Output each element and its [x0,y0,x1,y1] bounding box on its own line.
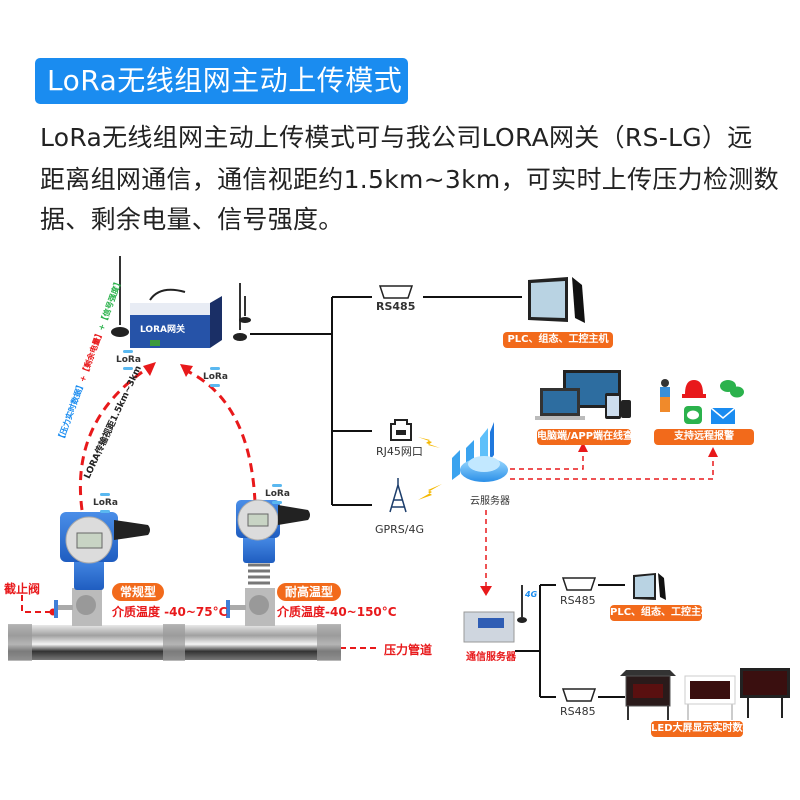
lora-gateway-device [111,256,251,348]
lora-badge-gateway: LoRa [116,350,141,370]
lora-link-sensor-2 [184,368,257,503]
led-display-tag: LED大屏显示实时数据 [651,721,753,737]
arrow-head-2 [180,364,193,377]
lora-badge-sensor-2: LoRa [265,484,290,504]
cloud-server-icon [452,422,508,482]
cell-tower-icon [389,478,407,513]
page-title: LoRa无线组网主动上传模式 [35,58,408,104]
rj45-icon [390,419,412,441]
rs485-label-mid: RS485 [560,594,596,607]
rs485-icon-mid [561,577,597,591]
lora-badge-gateway-2: LoRa [203,367,228,387]
lora-links [78,366,257,511]
led-display-boards [620,668,790,720]
lightning-icon-1 [418,437,440,448]
wechat-icon [720,380,744,398]
plc-tag-mid: PLC、组态、工控主机 [610,605,711,621]
rs485-label-bottom: RS485 [560,705,596,718]
description-line-3: 据、剩余电量、信号强度。 [40,205,344,234]
rs485-icon-top [378,285,414,299]
lora-link-sensor-1 [78,366,149,511]
lightning-icon-2 [418,484,442,500]
arrow-head-1 [143,362,156,376]
connector-tree [250,296,625,698]
comm-server-label: 通信服务器 [466,652,516,663]
alarm-person-icon [660,379,670,412]
valve-callout: 截止阀 [4,582,41,596]
siren-icon [682,380,706,398]
lora-badge-sensor-1: LoRa [93,493,118,513]
cloud-server-label: 云服务器 [470,496,510,507]
online-view-tag: 电脑端/APP端在线查看 [537,429,643,445]
industrial-monitor-top [528,277,585,323]
rs485-icon-bottom [561,688,597,702]
message-icon [684,406,702,424]
mail-icon [710,407,736,424]
badge-4g: 4G [525,590,538,599]
sensor-2-temp: 介质温度-40~150°C [277,605,397,619]
cloud-links [485,450,714,588]
sensor-1-temp: 介质温度 -40~75°C [112,605,228,619]
sensor-2-type-tag: 耐高温型 [277,583,342,601]
plc-tag-top: PLC、组态、工控主机 [503,332,613,348]
sensor-1-type-tag: 常规型 [112,583,165,601]
gateway-label: LORA网关 [140,325,185,335]
rs485-label-top: RS485 [376,300,416,313]
industrial-monitor-mid [633,573,666,600]
gprs-label: GPRS/4G [375,523,425,536]
remote-alarm-tag: 支持远程报警 [654,429,754,445]
sensor-regular [54,512,150,626]
comm-server-device [463,585,527,643]
pipe-callout: 压力管道 [384,643,433,657]
rj45-label: RJ45网口 [376,445,423,458]
computer-devices [535,370,631,420]
description-line-1: LoRa无线组网主动上传模式可与我公司LORA网关（RS-LG）远 [40,123,753,152]
sensor-high-temp [226,499,310,626]
description-line-2: 距离组网通信，通信视距约1.5km~3km，可实时上传压力检测数 [40,165,779,194]
